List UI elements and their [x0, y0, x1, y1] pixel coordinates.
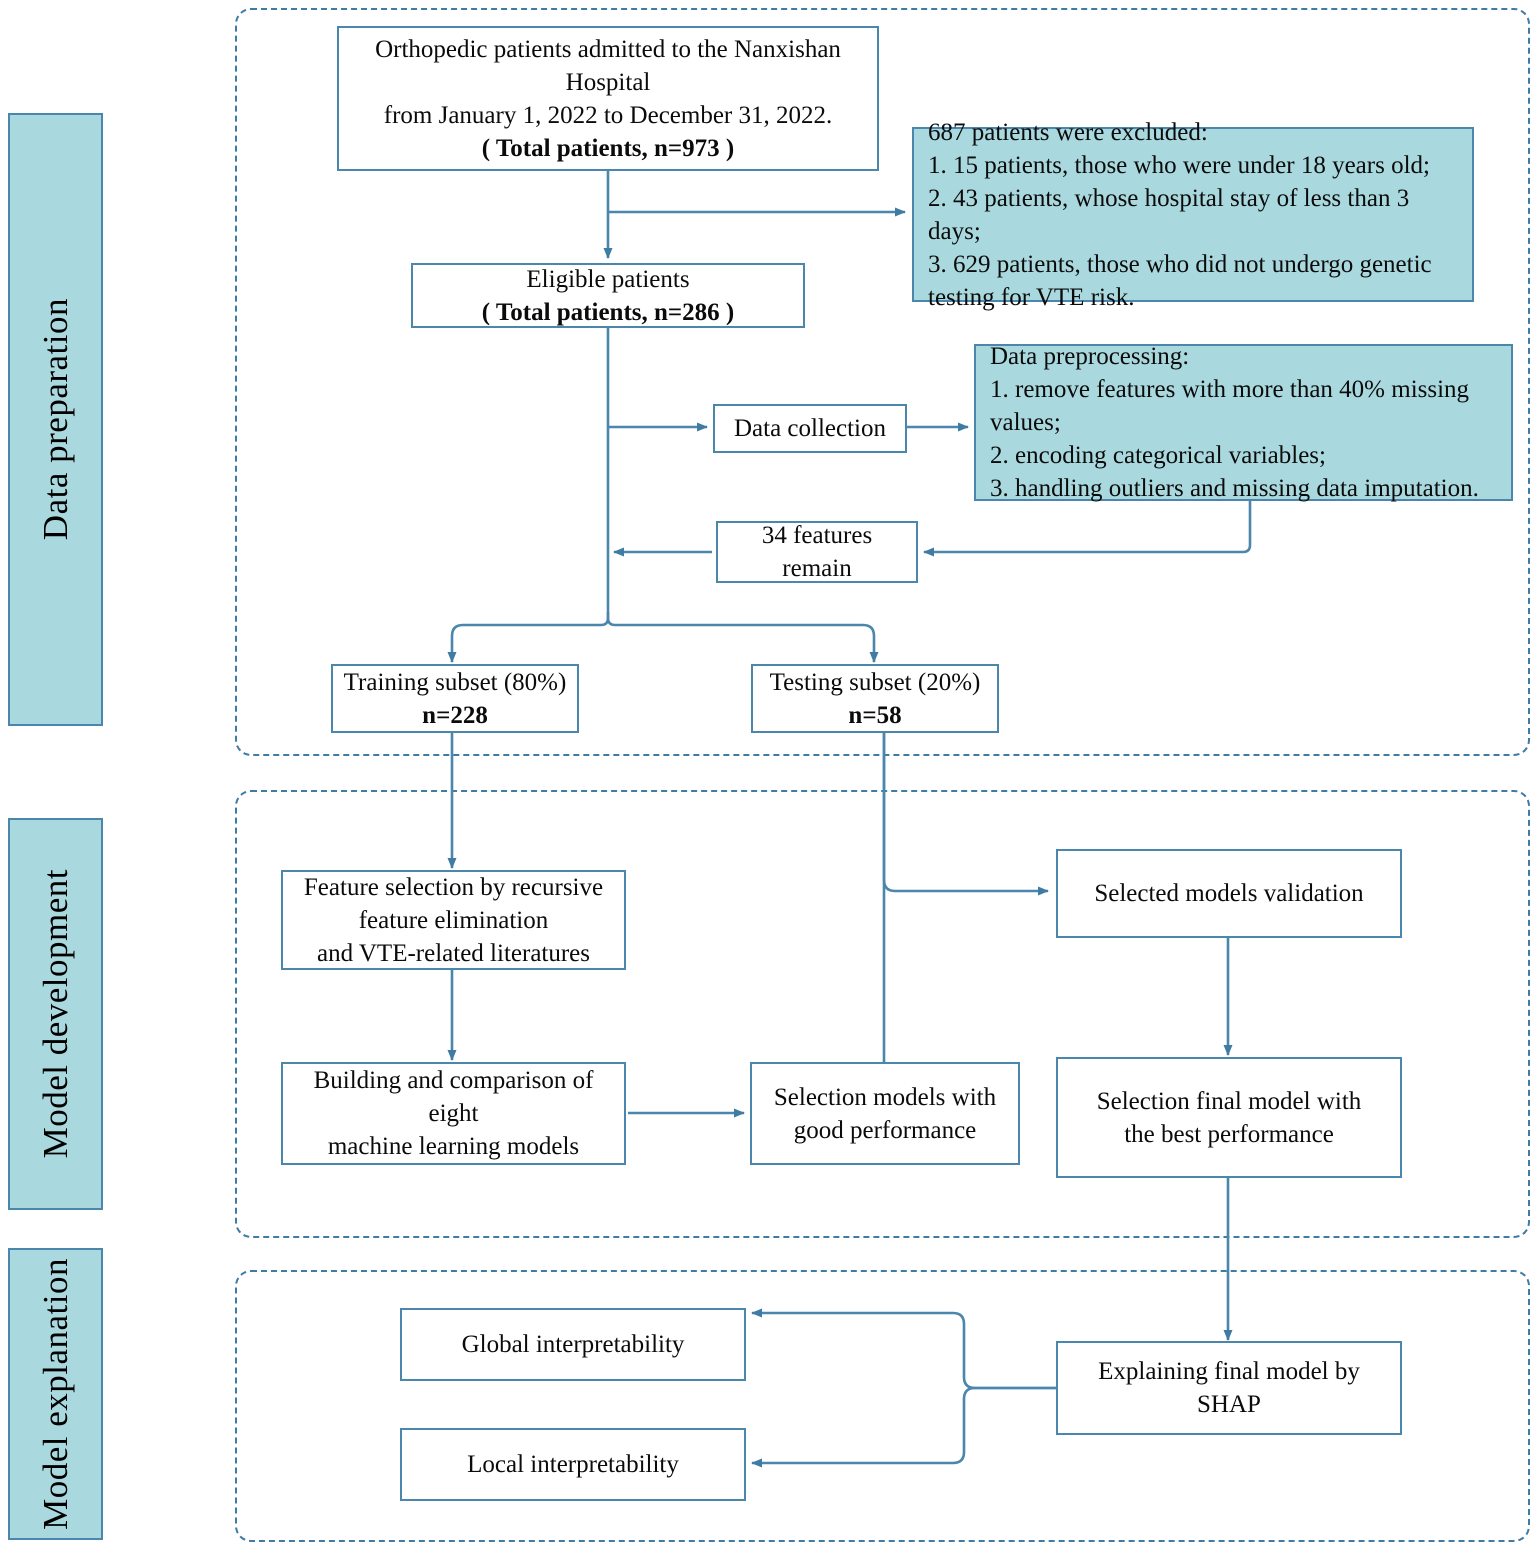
preprocessing-line-3: 2. encoding categorical variables;	[990, 442, 1326, 469]
source-cohort-line-2: from January 1, 2022 to December 31, 202…	[383, 101, 833, 129]
node-local-interpretability[interactable]: Local interpretability	[400, 1428, 746, 1501]
excluded-line-4: 3. 629 patients, those who did not under…	[928, 250, 1432, 278]
training-subset-n: n=228	[422, 701, 488, 729]
preprocessing-line-1: Data preprocessing:	[990, 343, 1190, 370]
feature-selection-line-1: Feature selection by recursive	[303, 873, 604, 901]
node-models-validation[interactable]: Selected models validation	[1056, 849, 1402, 938]
excluded-line-5: testing for VTE risk.	[928, 283, 1135, 311]
features-remain-label: 34 features remain	[761, 522, 873, 582]
final-model-line-2: the best performance	[1124, 1120, 1334, 1148]
node-data-preprocessing[interactable]: Data preprocessing: 1. remove features w…	[974, 343, 1513, 502]
feature-selection-line-3: and VTE-related literatures	[316, 939, 591, 967]
models-validation-label: Selected models validation	[1094, 880, 1364, 907]
excluded-line-3: 2. 43 patients, whose hospital stay of l…	[928, 184, 1410, 245]
selection-good-line-1: Selection models with	[773, 1083, 997, 1111]
node-training-subset[interactable]: Training subset (80%) n=228	[331, 664, 579, 733]
feature-selection-line-2: feature elimination	[358, 906, 549, 934]
selection-good-line-2: good performance	[793, 1116, 977, 1144]
node-data-collection[interactable]: Data collection	[713, 404, 907, 453]
stage-label-model-development: Model development	[8, 818, 103, 1210]
eligible-total: ( Total patients, n=286 )	[481, 298, 735, 326]
source-cohort-line-1: Orthopedic patients admitted to the Nanx…	[375, 35, 841, 96]
node-model-building[interactable]: Building and comparison of eight machine…	[281, 1062, 626, 1165]
node-feature-selection[interactable]: Feature selection by recursive feature e…	[281, 870, 626, 970]
node-testing-subset[interactable]: Testing subset (20%) n=58	[751, 664, 999, 733]
model-building-line-2: machine learning models	[327, 1133, 580, 1160]
node-eligible-patients[interactable]: Eligible patients ( Total patients, n=28…	[411, 263, 805, 328]
final-model-line-1: Selection final model with	[1096, 1087, 1362, 1115]
excluded-line-2: 1. 15 patients, those who were under 18 …	[928, 151, 1430, 179]
local-interpretability-label: Local interpretability	[467, 1451, 679, 1478]
preprocessing-line-4: 3. handling outliers and missing data im…	[990, 475, 1479, 502]
node-selection-good-performance[interactable]: Selection models with good performance	[750, 1062, 1020, 1165]
source-cohort-total: ( Total patients, n=973 )	[481, 134, 735, 162]
node-global-interpretability[interactable]: Global interpretability	[400, 1308, 746, 1381]
stage-label-text: Model explanation	[35, 1258, 75, 1530]
stage-label-model-explanation: Model explanation	[8, 1248, 103, 1540]
section-frame-model-development	[235, 790, 1530, 1238]
preprocessing-line-2: 1. remove features with more than 40% mi…	[990, 376, 1470, 436]
section-frame-model-explanation	[235, 1270, 1530, 1542]
training-subset-label: Training subset (80%)	[343, 668, 567, 696]
node-features-remain[interactable]: 34 features remain	[716, 521, 918, 583]
shap-label: Explaining final model by SHAP	[1098, 1358, 1360, 1418]
stage-label-data-preparation: Data preparation	[8, 113, 103, 726]
data-collection-label: Data collection	[733, 415, 886, 442]
node-excluded-patients[interactable]: 687 patients were excluded: 1. 15 patien…	[912, 119, 1474, 311]
node-source-cohort[interactable]: Orthopedic patients admitted to the Nanx…	[337, 26, 879, 171]
global-interpretability-label: Global interpretability	[461, 1331, 685, 1358]
testing-subset-label: Testing subset (20%)	[769, 668, 981, 696]
node-shap-explanation[interactable]: Explaining final model by SHAP	[1056, 1341, 1402, 1435]
excluded-line-1: 687 patients were excluded:	[928, 118, 1208, 146]
testing-subset-n: n=58	[848, 701, 902, 729]
stage-label-text: Data preparation	[35, 298, 75, 541]
eligible-line-1: Eligible patients	[526, 265, 690, 293]
section-frame-data-preparation	[235, 8, 1530, 756]
model-building-line-1: Building and comparison of eight	[313, 1067, 594, 1127]
stage-label-text: Model development	[35, 869, 75, 1159]
node-final-model[interactable]: Selection final model with the best perf…	[1056, 1057, 1402, 1178]
